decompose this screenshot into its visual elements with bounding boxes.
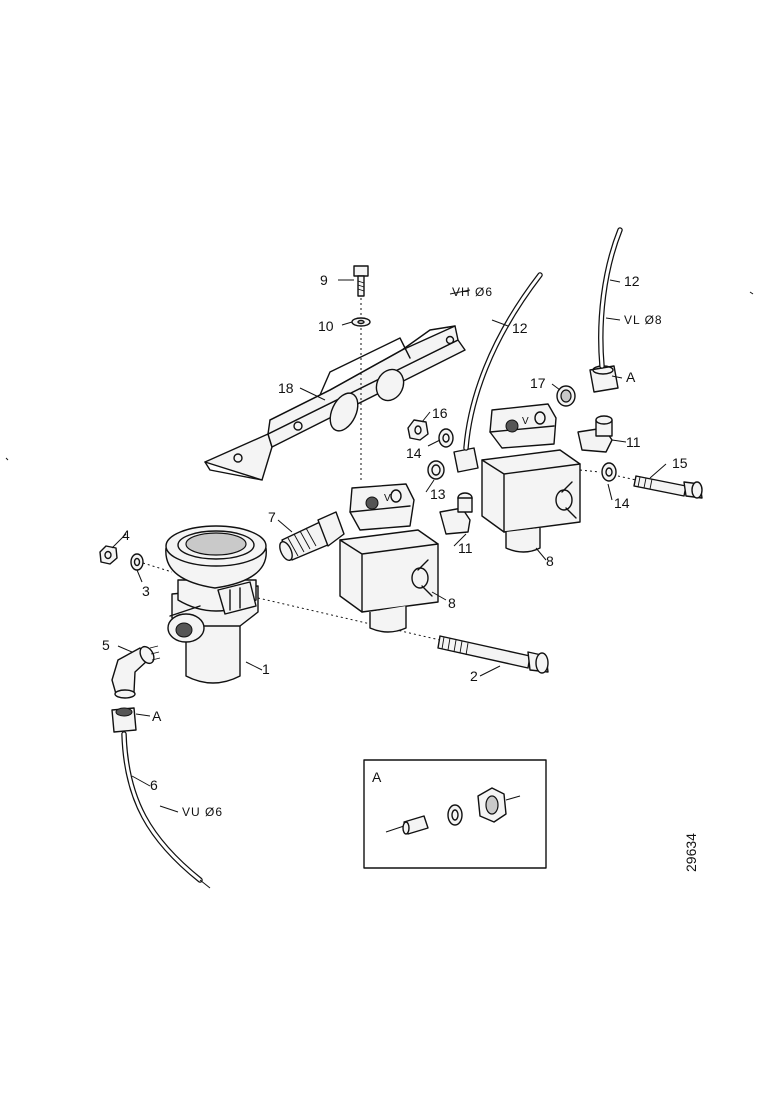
callout-9: 9 [320,272,328,288]
callout-5: 5 [102,637,110,653]
pipe-spec-vh: VH Ø6 [452,285,493,299]
ring-13 [427,460,445,480]
ring-14-right [601,462,617,482]
callout-3: 3 [142,583,150,599]
callout-2: 2 [470,668,478,684]
detail-inset-a: A [363,759,547,869]
callout-12-right: 12 [624,273,640,289]
bolt-15 [579,469,703,499]
callout-12-left: 12 [512,320,528,336]
callout-14-left: 14 [406,445,422,461]
callout-8-right: 8 [546,553,554,569]
detail-inset-label: A [372,769,382,785]
callout-labels: 9 10 18 4 3 5 A 6 7 1 2 8 8 11 11 13 14 … [102,272,688,793]
pipe-spec-vl: VL Ø8 [624,313,663,327]
elbow-fitting-11-left [439,492,473,535]
callout-10: 10 [318,318,334,334]
callout-8-left: 8 [448,595,456,611]
screw [353,265,369,297]
callout-14-right: 14 [614,495,630,511]
pipe-vh [453,272,543,473]
cap-17 [556,385,576,407]
callout-11-left: 11 [458,540,473,556]
port-label-v-left: V [384,493,391,504]
valve-body [165,525,267,684]
callout-a-bottom: A [152,708,162,724]
callout-leaders [111,279,667,813]
pipe-vl [589,227,623,393]
washer [351,317,371,327]
nut-small [99,545,118,565]
pipe-spec-vu: VU Ø6 [182,805,223,819]
threaded-fitting [279,511,345,562]
elbow-fitting-11-right [577,415,613,453]
pipe-vu [111,707,211,889]
callout-17: 17 [530,375,546,391]
washer-small [130,553,144,571]
port-label-v-right: V [522,416,529,427]
callout-18: 18 [278,380,294,396]
callout-6: 6 [150,777,158,793]
callout-a-top: A [626,369,636,385]
reference-number: 29634 [683,833,699,872]
long-bolt [257,597,549,674]
callout-7: 7 [268,509,276,525]
callout-11-right: 11 [626,434,641,450]
solenoid-valve-left [339,483,439,633]
callout-4: 4 [122,527,130,543]
callout-16: 16 [432,405,448,421]
solenoid-valve-right [481,403,581,553]
callout-15: 15 [672,455,688,471]
nut-16 [407,419,429,441]
elbow-fitting [111,645,161,699]
mounting-bracket [204,325,466,481]
callout-1: 1 [262,661,270,677]
scan-marks [5,291,754,461]
ring-14-left [438,428,454,448]
pipe-spec-labels: VH Ø6 VL Ø8 VU Ø6 [182,285,663,819]
callout-13: 13 [430,486,446,502]
